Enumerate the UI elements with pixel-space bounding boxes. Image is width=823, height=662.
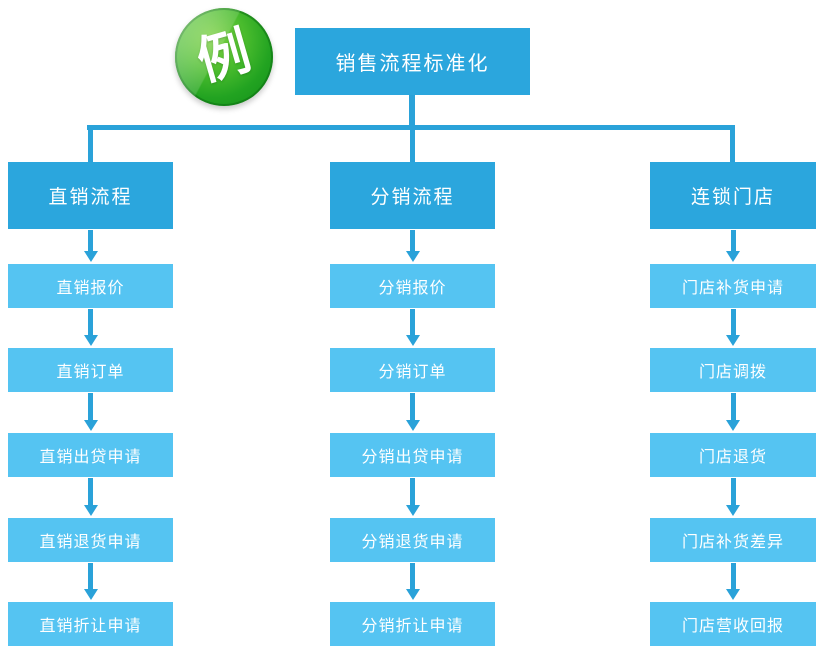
root-node-label: 销售流程标准化 — [335, 53, 490, 75]
arrow-stem — [410, 393, 415, 420]
arrow-down-icon — [83, 420, 98, 431]
arrow-stem — [410, 309, 415, 335]
arrow-down-icon — [405, 420, 420, 431]
arrow-stem — [730, 230, 736, 251]
arrow-stem — [88, 230, 93, 251]
step-node: 直销退货申请 — [8, 518, 173, 562]
down-arrow-connector — [83, 229, 98, 264]
arrow-down-icon — [726, 251, 740, 262]
down-arrow-connector — [405, 308, 420, 348]
arrow-down-icon — [726, 589, 740, 600]
root-node: 销售流程标准化 — [295, 28, 530, 95]
down-arrow-connector — [405, 392, 420, 433]
step-node: 门店补货申请 — [650, 264, 816, 308]
down-arrow-connector — [405, 477, 420, 518]
arrow-stem — [730, 309, 736, 335]
arrow-stem — [410, 230, 415, 251]
connector-drop-middle — [410, 128, 415, 162]
arrow-down-icon — [83, 505, 98, 516]
connector-horizontal — [87, 125, 735, 130]
step-node: 分销报价 — [330, 264, 495, 308]
arrow-down-icon — [405, 505, 420, 516]
arrow-stem — [730, 393, 736, 420]
column-distribution: 分销流程 分销报价 分销订单 分销出贷申请 分销退货申请 分销折让申请 — [330, 162, 495, 646]
arrow-stem — [88, 393, 93, 420]
column-header: 分销流程 — [330, 162, 495, 229]
down-arrow-connector — [405, 229, 420, 264]
down-arrow-connector — [726, 308, 740, 348]
example-badge-label: 例 — [190, 21, 257, 93]
example-badge: 例 — [175, 8, 273, 106]
arrow-stem — [730, 563, 736, 589]
arrow-down-icon — [726, 505, 740, 516]
step-node: 门店调拨 — [650, 348, 816, 392]
down-arrow-connector — [726, 392, 740, 433]
step-node: 直销报价 — [8, 264, 173, 308]
column-header: 连锁门店 — [650, 162, 816, 229]
arrow-down-icon — [83, 251, 98, 262]
arrow-down-icon — [726, 420, 740, 431]
step-node: 分销订单 — [330, 348, 495, 392]
arrow-stem — [410, 478, 415, 505]
down-arrow-connector — [83, 562, 98, 602]
column-header: 直销流程 — [8, 162, 173, 229]
down-arrow-connector — [405, 562, 420, 602]
column-chain-stores: 连锁门店 门店补货申请 门店调拨 门店退货 门店补货差异 门店营收回报 — [650, 162, 816, 646]
connector-drop-right — [730, 128, 735, 162]
arrow-down-icon — [726, 335, 740, 346]
arrow-stem — [88, 563, 93, 589]
step-node: 直销订单 — [8, 348, 173, 392]
arrow-down-icon — [83, 589, 98, 600]
step-node: 分销折让申请 — [330, 602, 495, 646]
step-node: 门店退货 — [650, 433, 816, 477]
arrow-stem — [88, 309, 93, 335]
down-arrow-connector — [83, 308, 98, 348]
down-arrow-connector — [726, 229, 740, 264]
arrow-stem — [730, 478, 736, 505]
down-arrow-connector — [83, 477, 98, 518]
arrow-down-icon — [405, 589, 420, 600]
down-arrow-connector — [83, 392, 98, 433]
step-node: 门店营收回报 — [650, 602, 816, 646]
down-arrow-connector — [726, 562, 740, 602]
step-node: 门店补货差异 — [650, 518, 816, 562]
connector-title-stem — [409, 93, 415, 130]
column-direct-sales: 直销流程 直销报价 直销订单 直销出贷申请 直销退货申请 直销折让申请 — [8, 162, 173, 646]
step-node: 分销退货申请 — [330, 518, 495, 562]
down-arrow-connector — [726, 477, 740, 518]
arrow-down-icon — [405, 251, 420, 262]
step-node: 分销出贷申请 — [330, 433, 495, 477]
arrow-down-icon — [83, 335, 98, 346]
connector-drop-left — [88, 128, 93, 162]
arrow-stem — [410, 563, 415, 589]
step-node: 直销折让申请 — [8, 602, 173, 646]
arrow-down-icon — [405, 335, 420, 346]
step-node: 直销出贷申请 — [8, 433, 173, 477]
arrow-stem — [88, 478, 93, 505]
